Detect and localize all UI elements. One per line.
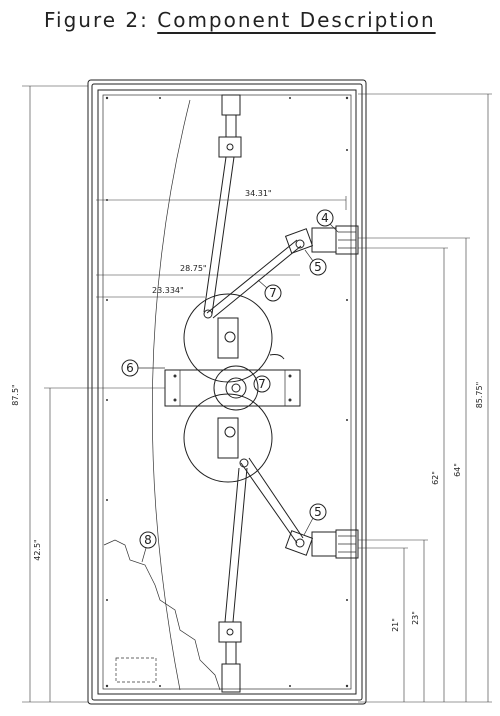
- dim-label: 64": [453, 463, 462, 477]
- dimension-lines: 34.31" 28.75" 23.334" 87.5" 42.5" 85.75"…: [11, 85, 492, 703]
- lower-latch-assembly: [284, 529, 359, 559]
- upper-latch-assembly: [284, 225, 359, 255]
- figure-caption: Component Description: [157, 8, 436, 32]
- cutaway-section: [103, 539, 221, 691]
- dim-label: 62": [431, 471, 440, 485]
- dim-label: 85.75": [475, 382, 484, 409]
- dim-label: 28.75": [180, 264, 207, 273]
- figure-title: Figure 2: Component Description: [44, 8, 436, 32]
- dim-label: 34.31": [245, 189, 272, 198]
- callout-5-upper: 5: [304, 249, 327, 276]
- dim-label: 23.334": [152, 286, 184, 295]
- frame-rivets: [105, 96, 349, 688]
- svg-text:7: 7: [269, 286, 277, 300]
- door-swing-arc: [152, 99, 191, 691]
- bottom-bolt-housing: [218, 621, 242, 693]
- top-bolt-housing: [218, 94, 242, 158]
- svg-text:4: 4: [321, 211, 329, 225]
- linkage-rods: [203, 156, 304, 623]
- callout-5-lower: 5: [303, 503, 327, 536]
- svg-text:5: 5: [314, 260, 322, 274]
- callout-4: 4: [316, 209, 339, 233]
- callouts: 4 5 7 6 7 5 8: [121, 209, 339, 563]
- door-frame: [87, 79, 367, 705]
- dim-label: 23": [411, 611, 420, 625]
- svg-text:8: 8: [144, 533, 152, 547]
- callout-7-center: 7: [253, 375, 271, 393]
- callout-6: 6: [121, 359, 165, 377]
- svg-text:6: 6: [126, 361, 134, 375]
- dim-label: 21": [391, 618, 400, 632]
- svg-text:5: 5: [314, 505, 322, 519]
- callout-8: 8: [139, 531, 157, 563]
- central-gear-mechanism: [164, 293, 301, 483]
- dim-label: 42.5": [33, 539, 42, 561]
- callout-7-upper: 7: [257, 279, 282, 302]
- figure-number: Figure 2:: [44, 8, 149, 32]
- svg-text:7: 7: [258, 377, 266, 391]
- dim-label: 87.5": [11, 384, 20, 406]
